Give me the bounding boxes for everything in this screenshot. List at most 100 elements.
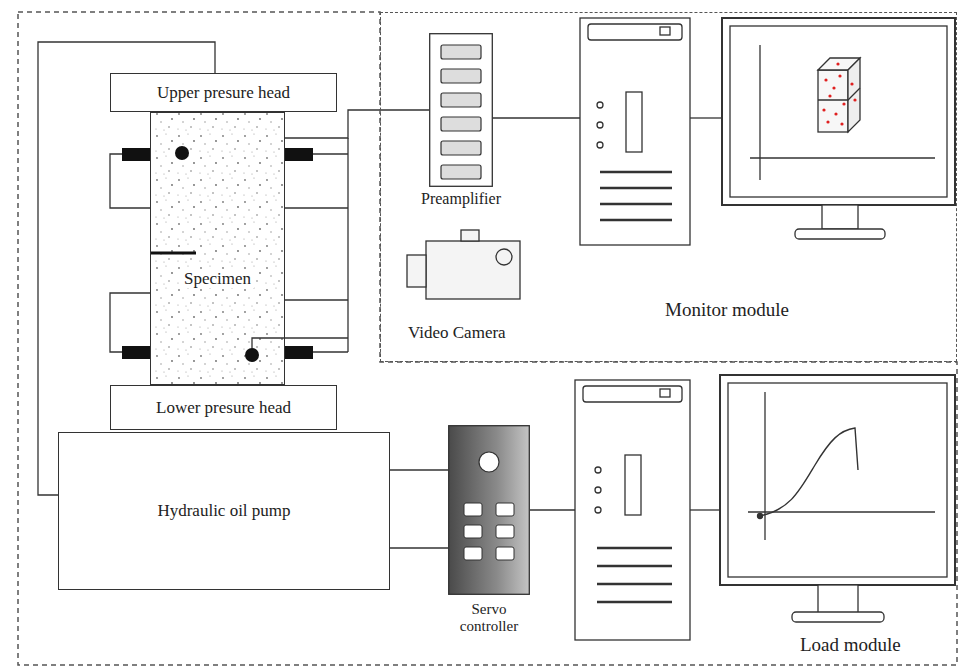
servo-button bbox=[464, 547, 482, 560]
screen-frame bbox=[722, 18, 955, 205]
ae-event bbox=[838, 74, 841, 77]
tower-led bbox=[597, 142, 603, 148]
tower-vent bbox=[600, 171, 672, 174]
wire bbox=[492, 117, 580, 118]
node-label: Upper presure head bbox=[157, 83, 290, 103]
ae-event bbox=[853, 98, 856, 101]
wire bbox=[690, 509, 720, 510]
node-label: Preamplifier bbox=[421, 190, 501, 208]
ae-event bbox=[842, 102, 845, 105]
tower-case bbox=[580, 18, 690, 245]
specimen-texture bbox=[150, 112, 285, 385]
wire bbox=[110, 154, 150, 208]
servo-button bbox=[496, 503, 514, 516]
servo-case bbox=[449, 426, 530, 595]
ae-event bbox=[824, 78, 827, 81]
screen-neck bbox=[818, 585, 858, 613]
servo-button bbox=[464, 525, 482, 538]
tower-led bbox=[595, 467, 601, 473]
tower-led bbox=[597, 122, 603, 128]
tower-led bbox=[595, 507, 601, 513]
curve-origin bbox=[758, 514, 763, 519]
screen-frame bbox=[720, 375, 955, 585]
node-label: Monitor module bbox=[665, 299, 789, 321]
load-curve bbox=[760, 428, 858, 516]
ae-event bbox=[850, 82, 853, 85]
tower-vent bbox=[597, 565, 672, 568]
ae-event bbox=[840, 122, 843, 125]
monitor-screen bbox=[722, 18, 955, 239]
chart-axis bbox=[750, 157, 935, 158]
camera-light bbox=[496, 249, 512, 265]
ae-event bbox=[828, 94, 831, 97]
tower-vent bbox=[597, 547, 672, 550]
wire bbox=[285, 299, 348, 300]
chart-axis bbox=[764, 392, 765, 540]
camera-top bbox=[461, 230, 479, 241]
screen-inner bbox=[730, 26, 947, 197]
process-box: Hydraulic oil pump bbox=[58, 432, 390, 590]
wire bbox=[313, 153, 348, 154]
ae-sensor bbox=[122, 346, 150, 359]
computer-tower bbox=[580, 18, 690, 245]
tower-drive bbox=[588, 24, 682, 40]
preamplifier-slot bbox=[441, 141, 481, 155]
wire bbox=[313, 351, 348, 352]
servo-button bbox=[464, 503, 482, 516]
wire bbox=[690, 117, 722, 118]
sensor-dot bbox=[245, 348, 259, 362]
servo-button bbox=[496, 525, 514, 538]
crack-notch bbox=[150, 252, 196, 255]
screen-neck bbox=[822, 205, 858, 229]
tower-vent bbox=[600, 203, 672, 206]
servo-symbol bbox=[448, 425, 530, 595]
node-label: Lower presure head bbox=[156, 398, 291, 418]
tower-case bbox=[575, 380, 690, 640]
node-label: Servo controller bbox=[444, 601, 534, 636]
sensor-wires bbox=[110, 138, 348, 352]
camera-body bbox=[407, 230, 520, 299]
connector-line bbox=[390, 547, 448, 548]
preamplifier-slot bbox=[441, 93, 481, 107]
ae-event bbox=[836, 62, 839, 65]
tower-led bbox=[595, 487, 601, 493]
ae-event bbox=[822, 108, 825, 111]
wire bbox=[285, 207, 348, 208]
wire bbox=[110, 293, 150, 352]
servo-button bbox=[496, 547, 514, 560]
screen-inner bbox=[728, 383, 947, 577]
monitor-screen bbox=[720, 375, 955, 622]
camera-device: Video Camera bbox=[406, 229, 521, 301]
tower-drive bbox=[583, 386, 682, 402]
chart-axis bbox=[748, 511, 935, 512]
servo-device: Servo controller bbox=[448, 425, 530, 595]
process-box: Lower presure head bbox=[110, 385, 337, 430]
connector-line bbox=[285, 110, 429, 138]
tower-button bbox=[660, 27, 670, 35]
tower-slot bbox=[626, 92, 642, 152]
preamplifier-slot bbox=[441, 117, 481, 131]
preamplifier-slot bbox=[441, 165, 481, 179]
wire bbox=[530, 509, 575, 510]
tower-vent bbox=[597, 601, 672, 604]
servo-buttons bbox=[464, 503, 514, 560]
tower-led bbox=[597, 102, 603, 108]
node-label: Hydraulic oil pump bbox=[157, 501, 290, 521]
screen-base bbox=[795, 229, 885, 239]
ae-event bbox=[826, 120, 829, 123]
specimen-3d bbox=[818, 88, 860, 100]
camera-case bbox=[426, 241, 520, 299]
specimen-box: Specimen bbox=[150, 112, 285, 385]
tower-vent bbox=[600, 187, 672, 190]
chart-axis bbox=[759, 45, 760, 180]
screen-base bbox=[792, 612, 884, 622]
tower-vent bbox=[600, 219, 672, 222]
preamplifier-slots bbox=[441, 45, 481, 179]
tower-vent bbox=[597, 583, 672, 586]
module-outline bbox=[18, 12, 957, 665]
ae-sensor bbox=[285, 346, 313, 359]
process-box: Upper presure head bbox=[110, 73, 337, 112]
ae-events bbox=[822, 62, 856, 125]
preamplifier-device: Preamplifier bbox=[429, 33, 493, 187]
preamplifier-symbol bbox=[429, 33, 493, 187]
